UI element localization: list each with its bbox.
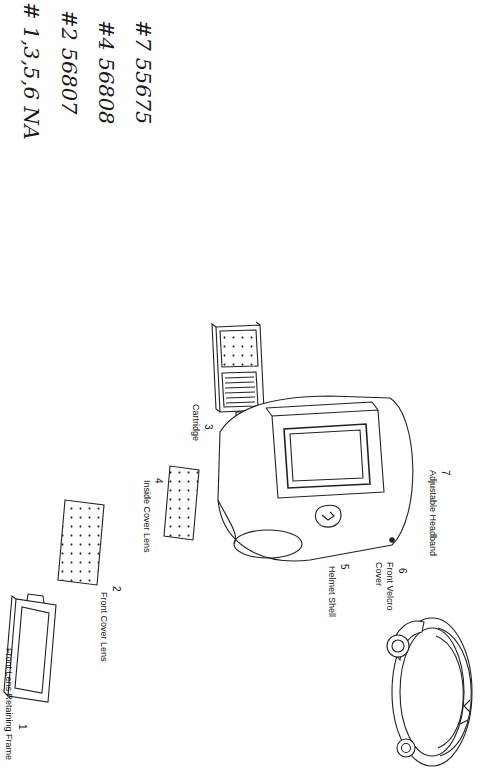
part-name: Adjustable Headband	[427, 470, 438, 556]
part-name: Front Cover Lens	[98, 592, 109, 662]
front-cover-lens	[58, 500, 104, 585]
handwritten-note: #7 55675	[130, 20, 156, 124]
part-name: Front Velcro Cover	[373, 562, 395, 622]
part-name: Cartridge	[190, 404, 201, 441]
part-name: Inside Cover Lens	[141, 480, 152, 553]
callout-number: 4	[153, 478, 164, 484]
helmet-shell	[218, 396, 413, 561]
handwritten-note: #2 56807	[56, 10, 82, 114]
callout-number: 2	[111, 586, 122, 592]
callout-number: 6	[397, 568, 408, 574]
handwritten-note: # 1,3,5,6 NA	[18, 2, 44, 140]
part-name: Front Lens Retaining Frame	[3, 648, 14, 760]
handwritten-note: #4 56808	[93, 20, 119, 124]
callout-number: 7	[440, 470, 451, 476]
part-name: Helmet Shell	[326, 566, 337, 617]
callout-number: 5	[339, 564, 350, 570]
callout-number: 3	[203, 424, 214, 430]
callout-number: 1	[17, 724, 28, 730]
adjustable-headband	[387, 618, 472, 766]
inside-cover-lens	[164, 466, 199, 540]
